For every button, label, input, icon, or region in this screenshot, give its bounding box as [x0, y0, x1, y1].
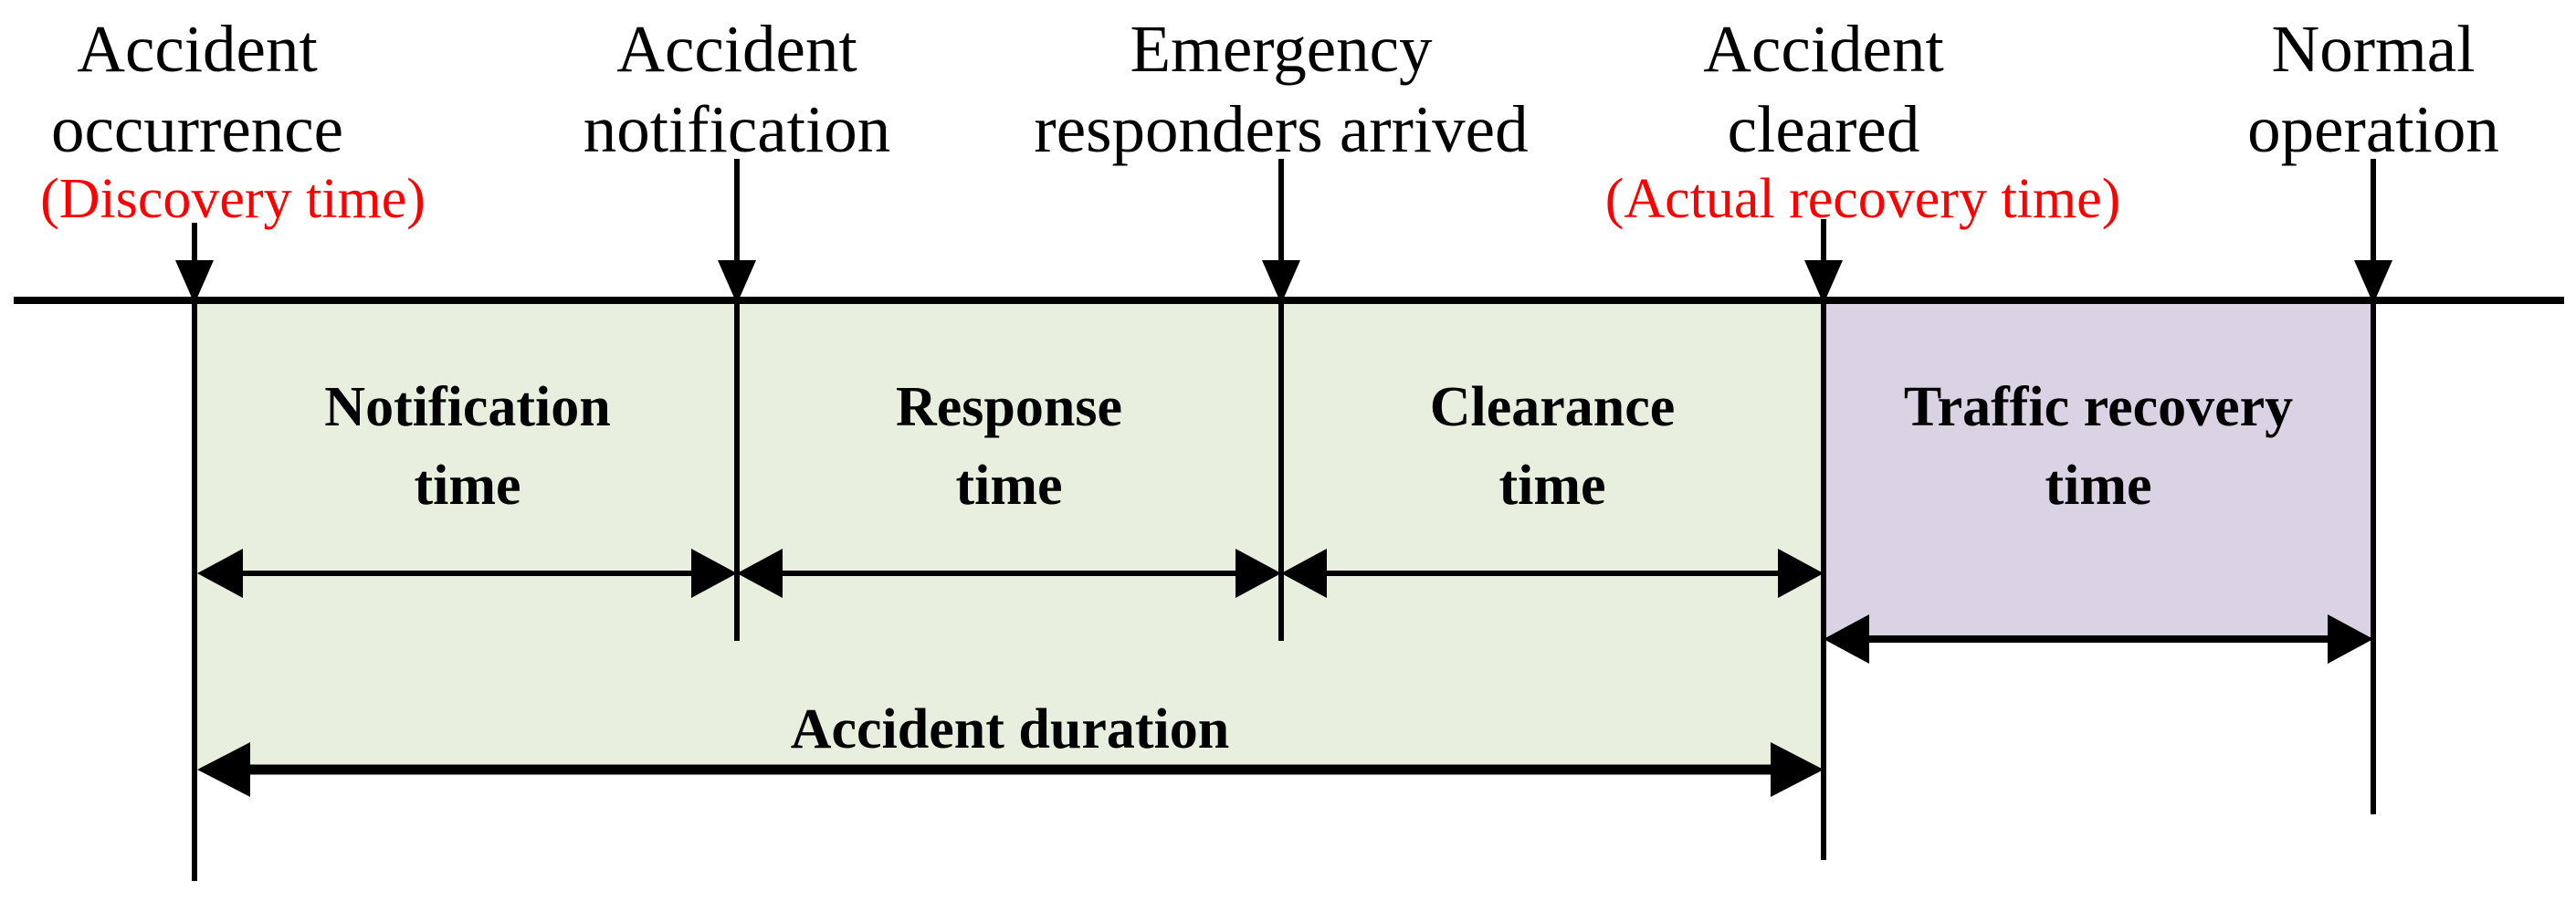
response-time-arrow — [737, 549, 1281, 598]
event-sublabel-discovery-time: (Discovery time) — [40, 168, 426, 230]
down-arrow-accident-occurrence — [175, 223, 214, 304]
event-line-accident-occurrence — [192, 304, 197, 881]
arrow-shaft — [1821, 219, 1826, 263]
event-label-line: Accident — [77, 12, 318, 86]
arrow-head-right — [1771, 742, 1824, 797]
arrow-head-left — [197, 549, 243, 598]
segment-label-response-time: Response time — [753, 368, 1265, 525]
segment-label-line: time — [414, 455, 521, 517]
arrow-head — [1804, 260, 1843, 304]
arrow-head-right — [2328, 614, 2373, 664]
arrow-line — [1321, 571, 1783, 576]
down-arrow-normal-operation — [2354, 159, 2392, 304]
arrow-head — [718, 260, 756, 304]
arrow-head — [175, 260, 214, 304]
arrow-head-right — [1778, 549, 1824, 598]
down-arrow-emergency-responders-arrived — [1262, 159, 1300, 304]
event-label-emergency-responders-arrived: Emergency responders arrived — [962, 9, 1601, 170]
notification-time-arrow — [197, 549, 737, 598]
event-label-accident-cleared: Accident cleared — [1504, 9, 2143, 170]
arrow-shaft — [2371, 159, 2376, 263]
event-label-line: Accident — [1703, 12, 1944, 86]
event-sublabel-actual-recovery-time: (Actual recovery time) — [1604, 168, 2121, 230]
arrow-line — [777, 571, 1241, 576]
segment-label-line: time — [955, 455, 1063, 517]
traffic-recovery-region — [1824, 304, 2373, 638]
segment-label-line: Clearance — [1429, 376, 1676, 438]
arrow-line — [237, 571, 697, 576]
event-label-line: occurrence — [50, 92, 344, 166]
arrow-head-left — [1824, 614, 1869, 664]
arrow-shaft — [192, 223, 197, 263]
down-arrow-accident-cleared — [1804, 219, 1843, 304]
arrow-shaft — [734, 159, 740, 263]
event-label-normal-operation: Normal operation — [2054, 9, 2576, 170]
traffic-recovery-time-arrow — [1824, 614, 2373, 664]
accident-duration-arrow — [197, 742, 1824, 797]
arrow-head-left — [1281, 549, 1327, 598]
arrow-head-left — [737, 549, 783, 598]
segment-label-line: Traffic recovery — [1903, 376, 2294, 438]
arrow-head — [1262, 260, 1300, 304]
label-accident-duration: Accident duration — [790, 698, 1230, 760]
event-label-line: responders arrived — [1034, 92, 1529, 166]
clearance-time-arrow — [1281, 549, 1824, 598]
event-label-line: Emergency — [1130, 12, 1433, 86]
event-line-accident-notification — [734, 304, 740, 641]
event-label-line: Normal — [2271, 12, 2476, 86]
segment-label-notification-time: Notification time — [212, 368, 723, 525]
event-line-normal-operation — [2371, 304, 2376, 814]
arrow-head — [2354, 260, 2392, 304]
event-label-line: operation — [2247, 92, 2499, 166]
segment-label-clearance-time: Clearance time — [1297, 368, 1808, 525]
event-label-line: Accident — [616, 12, 857, 86]
event-label-line: cleared — [1727, 92, 1920, 166]
event-label-accident-notification: Accident notification — [417, 9, 1057, 170]
arrow-shaft — [1278, 159, 1284, 263]
segment-label-line: Response — [895, 376, 1123, 438]
event-label-line: notification — [583, 92, 891, 166]
event-label-accident-occurrence: Accident occurrence — [0, 9, 517, 170]
arrow-head-left — [197, 742, 250, 797]
segment-label-line: time — [1498, 455, 1606, 517]
segment-label-traffic-recovery-time: Traffic recovery time — [1806, 368, 2391, 525]
arrow-line — [1864, 635, 2333, 643]
segment-label-line: Notification — [324, 376, 611, 438]
arrow-head-right — [1235, 549, 1281, 598]
segment-label-line: time — [2045, 455, 2152, 517]
event-line-accident-cleared — [1821, 304, 1826, 860]
event-line-emergency-responders-arrived — [1278, 304, 1284, 641]
accident-duration-region — [197, 304, 1824, 768]
arrow-head-right — [691, 549, 737, 598]
down-arrow-accident-notification — [718, 159, 756, 304]
arrow-line — [243, 764, 1778, 775]
